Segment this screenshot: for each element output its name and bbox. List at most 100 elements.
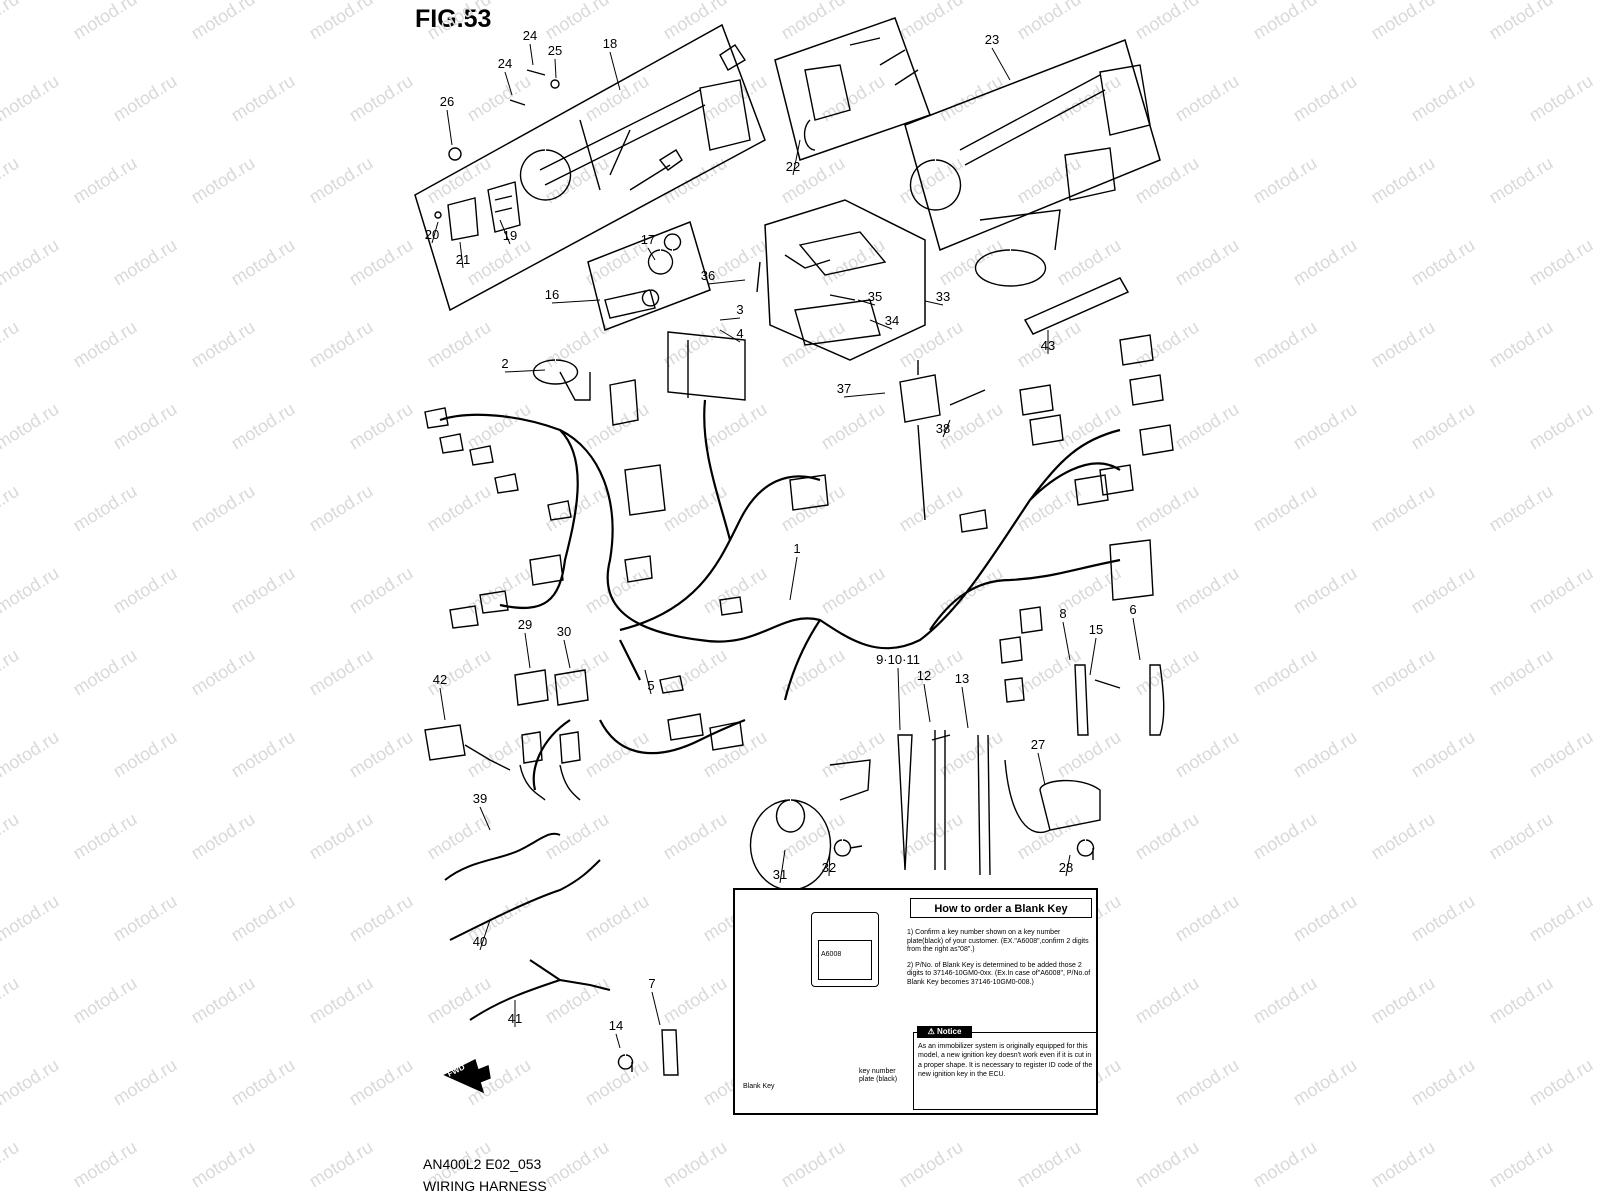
watermark-text: motod.ru xyxy=(228,71,299,126)
watermark-text: motod.ru xyxy=(0,0,22,43)
callout-number: 17 xyxy=(641,232,655,247)
box-part-16 xyxy=(587,221,711,332)
callout-number: 19 xyxy=(503,228,517,243)
screw-14 xyxy=(617,1054,634,1072)
callout-leader xyxy=(707,279,746,285)
watermark-text: motod.ru xyxy=(542,809,613,864)
callout-leader xyxy=(789,556,798,601)
callout-leader xyxy=(923,683,931,723)
watermark-text: motod.ru xyxy=(1250,153,1321,208)
watermark-text: motod.ru xyxy=(1172,891,1243,946)
figure-name: WIRING HARNESS xyxy=(423,1178,547,1194)
callout-number: 20 xyxy=(425,227,439,242)
step-2: 2) P/No. of Blank Key is determined to b… xyxy=(907,961,1091,986)
bulb-35 xyxy=(829,294,856,301)
watermark-text: motod.ru xyxy=(1250,317,1321,372)
callout-number: 28 xyxy=(1059,860,1073,875)
callout-leader xyxy=(1089,637,1097,676)
watermark-text: motod.ru xyxy=(1368,809,1439,864)
connectors-left xyxy=(424,407,572,629)
watermark-text: motod.ru xyxy=(1526,727,1597,782)
screw-36 xyxy=(756,261,761,293)
watermark-text: motod.ru xyxy=(464,563,535,618)
warning-icon: ⚠ xyxy=(927,1027,935,1036)
notice-box xyxy=(913,1032,1097,1110)
callout-number: 4 xyxy=(736,326,743,341)
callout-leader xyxy=(843,392,886,398)
callout-leader xyxy=(563,639,571,669)
watermark-text: motod.ru xyxy=(1132,973,1203,1028)
watermark-text: motod.ru xyxy=(1290,563,1361,618)
callout-number: 42 xyxy=(433,672,447,687)
watermark-text: motod.ru xyxy=(1526,399,1597,454)
watermark-text: motod.ru xyxy=(1132,153,1203,208)
watermark-text: motod.ru xyxy=(1368,0,1439,43)
callout-leader xyxy=(647,247,656,261)
callout-number: 32 xyxy=(822,860,836,875)
watermark-text: motod.ru xyxy=(306,645,377,700)
watermark-text: motod.ru xyxy=(1486,645,1557,700)
callout-leader xyxy=(857,299,876,306)
watermark-text: motod.ru xyxy=(228,891,299,946)
watermark-text: motod.ru xyxy=(1368,973,1439,1028)
washer-25 xyxy=(550,79,560,89)
watermark-text: motod.ru xyxy=(0,727,62,782)
notice-badge: ⚠ Notice xyxy=(917,1026,972,1038)
watermark-text: motod.ru xyxy=(1368,1137,1439,1192)
callout-number: 2 xyxy=(501,356,508,371)
watermark-text: motod.ru xyxy=(306,0,377,43)
callout-number: 18 xyxy=(603,36,617,51)
callout-number: 12 xyxy=(917,668,931,683)
box-part-23 xyxy=(904,39,1161,252)
watermark-text: motod.ru xyxy=(1408,71,1479,126)
callout-number: 36 xyxy=(701,268,715,283)
watermark-text: motod.ru xyxy=(700,71,771,126)
watermark-text: motod.ru xyxy=(1408,727,1479,782)
watermark-text: motod.ru xyxy=(542,645,613,700)
watermark-text: motod.ru xyxy=(0,71,62,126)
watermark-text: motod.ru xyxy=(542,0,613,43)
callout-leader xyxy=(439,687,446,721)
watermark-text: motod.ru xyxy=(1132,0,1203,43)
watermark-text: motod.ru xyxy=(188,645,259,700)
watermark-text: motod.ru xyxy=(936,71,1007,126)
watermark-text: motod.ru xyxy=(0,1055,62,1110)
main-harness-1 xyxy=(439,399,1121,791)
plate-code: A6008 xyxy=(818,940,872,980)
watermark-text: motod.ru xyxy=(1172,399,1243,454)
watermark-text: motod.ru xyxy=(582,891,653,946)
watermark-text: motod.ru xyxy=(346,727,417,782)
watermark-text: motod.ru xyxy=(1014,809,1085,864)
watermark-text: motod.ru xyxy=(1368,153,1439,208)
callout-leader xyxy=(431,221,439,244)
watermark-text: motod.ru xyxy=(1408,1055,1479,1110)
watermark-text: motod.ru xyxy=(1486,0,1557,43)
watermark-text: motod.ru xyxy=(464,71,535,126)
watermark-text: motod.ru xyxy=(70,645,141,700)
callout-leader xyxy=(869,319,893,330)
watermark-text: motod.ru xyxy=(1486,1137,1557,1192)
watermark-text: motod.ru xyxy=(1526,235,1597,290)
watermark-text: motod.ru xyxy=(110,399,181,454)
watermark-text: motod.ru xyxy=(896,481,967,536)
watermark-text: motod.ru xyxy=(188,317,259,372)
watermark-text: motod.ru xyxy=(0,399,62,454)
watermark-text: motod.ru xyxy=(424,0,495,43)
callout-number: 14 xyxy=(609,1018,623,1033)
watermark-text: motod.ru xyxy=(110,727,181,782)
washer-20 xyxy=(434,211,442,219)
watermark-text: motod.ru xyxy=(1014,0,1085,43)
callout-leader xyxy=(479,919,491,951)
watermark-text: motod.ru xyxy=(0,481,22,536)
connectors-center xyxy=(609,379,829,751)
watermark-text: motod.ru xyxy=(1526,891,1597,946)
watermark-text: motod.ru xyxy=(818,563,889,618)
box-34 xyxy=(794,299,881,346)
watermark-text: motod.ru xyxy=(0,809,22,864)
watermark-text: motod.ru xyxy=(1172,71,1243,126)
lock-cylinder-19 xyxy=(487,181,521,233)
watermark-text: motod.ru xyxy=(188,153,259,208)
